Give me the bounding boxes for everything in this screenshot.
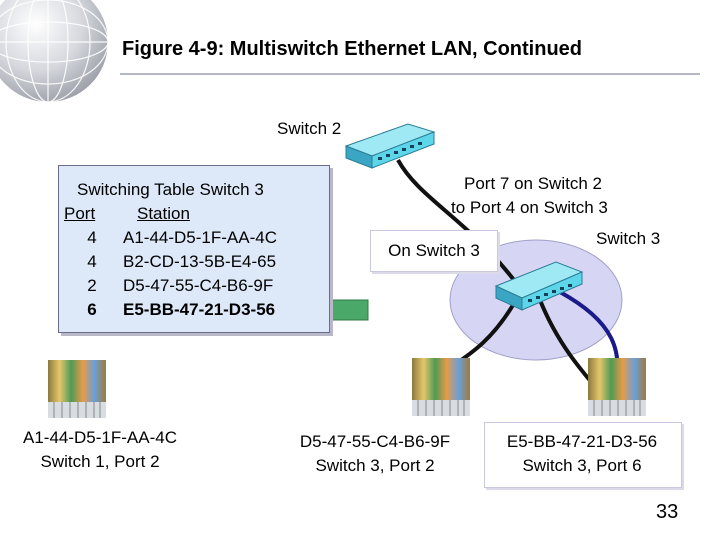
table-row-port: 6: [87, 300, 97, 319]
station3-mac: E5-BB-47-21-D3-56: [506, 432, 658, 451]
switch3-label: Switch 3: [596, 229, 661, 248]
table-row-port: 4: [87, 228, 97, 247]
switch3-icon: [494, 261, 584, 311]
column-header-station: Station: [137, 204, 190, 223]
station3-caption-box: [484, 422, 682, 488]
switch2-label: Switch 2: [277, 119, 342, 138]
station1-mac: A1-44-D5-1F-AA-4C: [23, 428, 177, 447]
table-row-station: A1-44-D5-1F-AA-4C: [123, 228, 277, 247]
table-row-station: D5-47-55-C4-B6-9F: [123, 276, 274, 295]
switch2-icon: [344, 123, 436, 169]
page-title: Figure 4-9: Multiswitch Ethernet LAN, Co…: [122, 38, 582, 60]
column-header-port: Port: [64, 204, 96, 223]
table-row-port: 4: [87, 252, 97, 271]
table-row-station: E5-BB-47-21-D3-56: [123, 300, 276, 319]
station2-mac: D5-47-55-C4-B6-9F: [299, 432, 451, 451]
on-switch3-label: On Switch 3: [370, 230, 498, 272]
station1-connector-icon: [48, 360, 106, 418]
connection-note-line2: to Port 4 on Switch 3: [451, 198, 608, 217]
table-row-port: 2: [87, 276, 97, 295]
table-row-station: B2-CD-13-5B-E4-65: [123, 252, 277, 271]
station2-location: Switch 3, Port 2: [315, 456, 435, 475]
station3-location: Switch 3, Port 6: [522, 456, 642, 475]
globe-logo-icon: [0, 0, 109, 103]
switching-table: Switching Table Switch 3 Port Station 4 …: [58, 165, 330, 333]
station1-location: Switch 1, Port 2: [40, 452, 160, 471]
station3-connector-icon: [588, 358, 646, 416]
page-number: 33: [656, 501, 679, 523]
connection-note-line1: Port 7 on Switch 2: [464, 174, 602, 193]
cable-switch2-to-switch3: [396, 159, 522, 290]
station2-connector-icon: [412, 358, 470, 416]
switching-table-title: Switching Table Switch 3: [77, 180, 264, 199]
